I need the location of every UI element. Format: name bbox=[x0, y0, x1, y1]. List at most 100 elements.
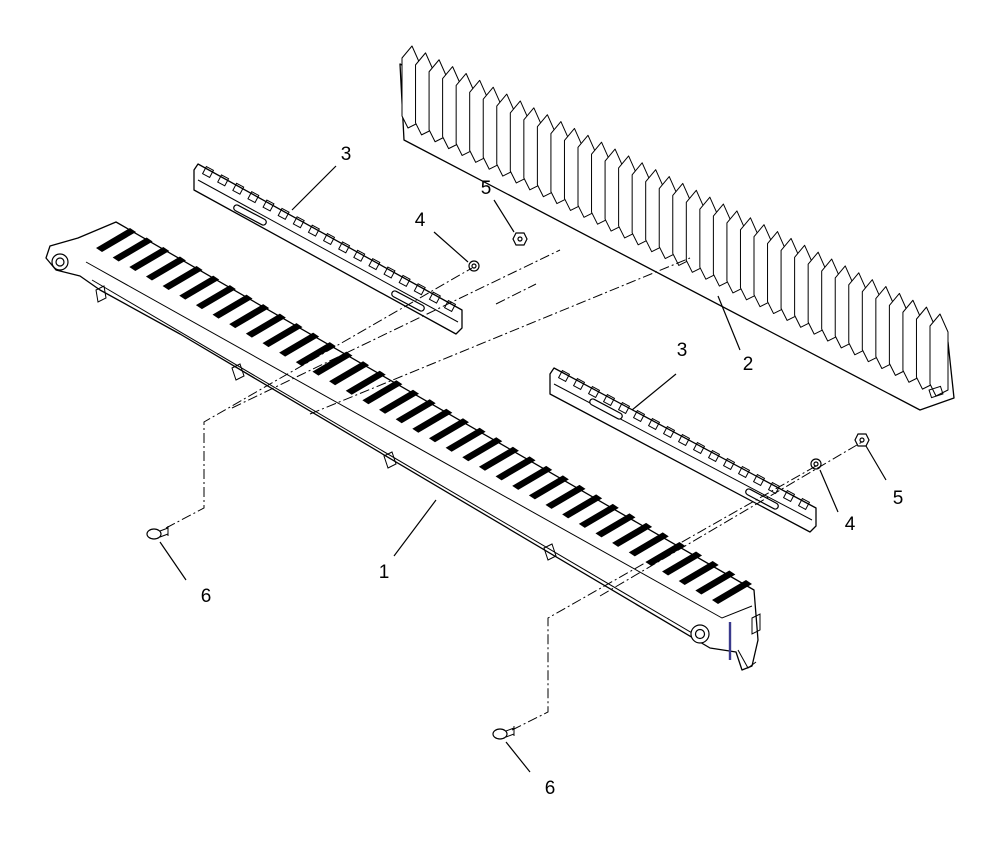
washer-lower bbox=[810, 458, 822, 470]
slat bbox=[695, 570, 736, 595]
slat bbox=[245, 313, 286, 338]
slat bbox=[645, 541, 686, 566]
clip bbox=[368, 258, 381, 271]
clip bbox=[247, 191, 260, 204]
slat bbox=[512, 465, 553, 490]
nut-upper bbox=[512, 232, 528, 246]
clip bbox=[572, 377, 586, 391]
part-3-upper-clip-bar bbox=[193, 163, 463, 335]
part-1-slats bbox=[96, 228, 752, 604]
nut-lower bbox=[854, 433, 870, 447]
slat bbox=[329, 361, 370, 386]
slat bbox=[112, 237, 153, 262]
clip bbox=[428, 291, 441, 304]
clip bbox=[632, 409, 646, 423]
slat bbox=[179, 275, 220, 300]
callout-5-lower: 5 bbox=[893, 488, 904, 509]
clip bbox=[782, 489, 796, 503]
bolt-lower bbox=[492, 726, 515, 740]
slat bbox=[362, 380, 403, 405]
part-1-main-bar bbox=[45, 221, 761, 671]
callout-4-upper: 4 bbox=[415, 210, 426, 231]
part-2-teeth bbox=[401, 45, 949, 397]
slat bbox=[528, 475, 569, 500]
clip bbox=[722, 457, 736, 471]
part-3-lower-clip-bar bbox=[549, 367, 817, 533]
slat bbox=[462, 437, 503, 462]
clip bbox=[602, 393, 616, 407]
slat bbox=[345, 370, 386, 395]
slat bbox=[478, 446, 519, 471]
slat bbox=[678, 560, 719, 585]
clip bbox=[338, 241, 351, 254]
slat bbox=[428, 418, 469, 443]
slat bbox=[379, 389, 420, 414]
callout-6-upper: 6 bbox=[201, 586, 212, 607]
clip bbox=[662, 425, 676, 439]
clip bbox=[797, 497, 811, 511]
slat bbox=[445, 427, 486, 452]
slat bbox=[662, 551, 703, 576]
slat bbox=[578, 503, 619, 528]
slat bbox=[262, 323, 303, 348]
clip bbox=[587, 385, 601, 399]
slat bbox=[129, 247, 170, 272]
slat bbox=[212, 294, 253, 319]
clip bbox=[201, 165, 215, 179]
slat bbox=[395, 399, 436, 424]
tooth bbox=[929, 313, 949, 397]
callout-4-lower: 4 bbox=[845, 514, 856, 535]
slat bbox=[145, 256, 186, 281]
slat bbox=[312, 351, 353, 376]
clip bbox=[677, 433, 691, 447]
slat bbox=[279, 332, 320, 357]
clip bbox=[692, 441, 706, 455]
clip bbox=[647, 417, 661, 431]
clip bbox=[752, 473, 766, 487]
callout-labels: 3 4 5 3 2 4 5 1 6 6 bbox=[201, 144, 904, 799]
slat bbox=[96, 228, 136, 252]
slat bbox=[295, 342, 336, 367]
slat bbox=[562, 494, 603, 519]
clip bbox=[398, 274, 411, 287]
part-3-upper-clips bbox=[201, 165, 457, 313]
callout-3-upper: 3 bbox=[341, 144, 352, 165]
part-3-lower-clips bbox=[557, 369, 811, 511]
clip bbox=[617, 401, 631, 415]
clip bbox=[307, 224, 320, 237]
callout-1: 1 bbox=[379, 562, 390, 583]
clip bbox=[292, 216, 305, 229]
slat bbox=[628, 532, 669, 557]
callout-3-lower: 3 bbox=[677, 340, 688, 361]
callout-2: 2 bbox=[743, 354, 754, 375]
clip bbox=[353, 249, 366, 262]
slat bbox=[545, 484, 586, 509]
slat bbox=[229, 304, 270, 329]
clip bbox=[217, 174, 230, 187]
bolt-upper bbox=[146, 526, 169, 540]
clip bbox=[557, 369, 571, 383]
slat bbox=[412, 408, 453, 433]
clip bbox=[232, 182, 245, 195]
slat bbox=[162, 266, 203, 291]
slat bbox=[712, 580, 752, 604]
clip bbox=[262, 199, 275, 212]
hardware bbox=[146, 232, 870, 740]
callout-6-lower: 6 bbox=[545, 778, 556, 799]
part-2-toothed-strip bbox=[399, 45, 955, 411]
callout-5-upper: 5 bbox=[481, 178, 492, 199]
clip bbox=[707, 449, 721, 463]
slat bbox=[195, 285, 236, 310]
clip bbox=[383, 266, 396, 279]
clip bbox=[322, 232, 336, 246]
assembly-centerlines bbox=[165, 249, 863, 731]
leader-lines bbox=[159, 165, 887, 773]
clip bbox=[767, 481, 781, 495]
clip bbox=[737, 465, 751, 479]
clip bbox=[413, 283, 426, 296]
washer-upper bbox=[468, 260, 480, 272]
slat bbox=[495, 456, 536, 481]
slat bbox=[612, 522, 653, 547]
slat bbox=[595, 513, 636, 538]
